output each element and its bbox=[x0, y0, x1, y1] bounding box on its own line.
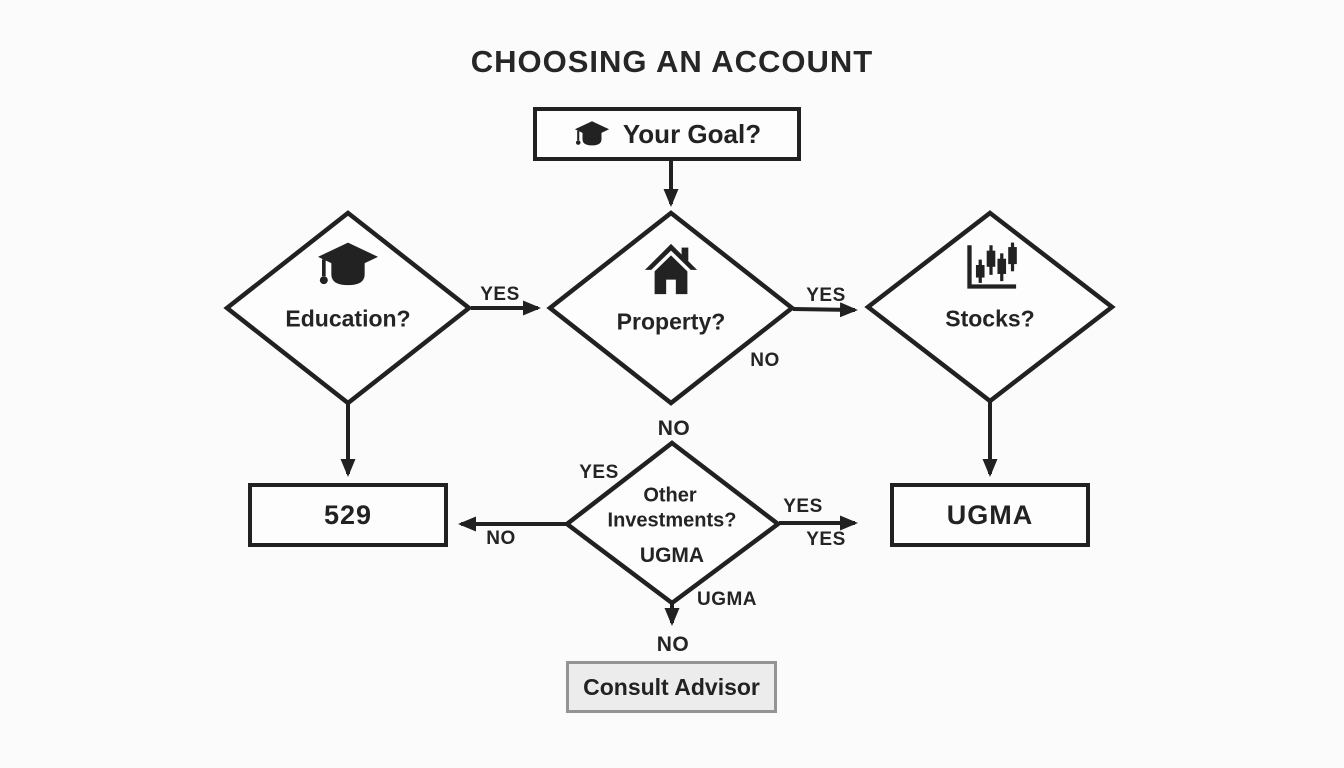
other-investments-diamond-shape bbox=[563, 440, 782, 606]
candlestick-chart-icon bbox=[962, 239, 1020, 291]
house-icon bbox=[643, 242, 699, 296]
arrow-property-to-stocks bbox=[792, 302, 858, 318]
education-diamond-shape bbox=[223, 210, 473, 406]
graduation-cap-icon bbox=[313, 241, 383, 291]
property-label: Property? bbox=[616, 308, 726, 335]
edge-label-other-no: NO bbox=[486, 528, 516, 549]
consult-advisor-label: Consult Advisor bbox=[583, 673, 760, 700]
other-investments-label-line1: Other bbox=[643, 484, 697, 507]
other-investments-label-line2: Investments? bbox=[607, 509, 737, 532]
edge-label-property-yes: YES bbox=[806, 285, 846, 306]
edge-label-other-yes-bottom: YES bbox=[806, 529, 846, 550]
other-investments-label-line3: UGMA bbox=[639, 544, 705, 567]
edge-label-other-upper-left-yes: YES bbox=[579, 462, 619, 483]
edge-label-consult-no: NO bbox=[656, 633, 690, 656]
property-diamond-shape bbox=[546, 210, 796, 406]
account-529-box: 529 bbox=[248, 483, 448, 547]
edge-label-education-yes: YES bbox=[480, 284, 520, 305]
goal-box: Your Goal? bbox=[533, 107, 801, 161]
account-ugma-box: UGMA bbox=[890, 483, 1090, 547]
edge-label-property-no: NO bbox=[750, 350, 780, 371]
edge-label-other-bottom-ugma: UGMA bbox=[696, 589, 758, 610]
stocks-diamond-shape bbox=[864, 210, 1116, 404]
stocks-label: Stocks? bbox=[945, 305, 1035, 332]
account-ugma-label: UGMA bbox=[946, 499, 1034, 530]
education-label: Education? bbox=[285, 305, 411, 332]
goal-label: Your Goal? bbox=[622, 118, 762, 149]
consult-advisor-box: Consult Advisor bbox=[566, 661, 777, 713]
edge-label-other-yes-top: YES bbox=[783, 496, 823, 517]
page-title: CHOOSING AN ACCOUNT bbox=[470, 44, 874, 79]
edge-label-property-down-no: NO bbox=[657, 417, 691, 440]
account-529-label: 529 bbox=[323, 499, 373, 530]
graduation-cap-icon bbox=[573, 120, 611, 149]
